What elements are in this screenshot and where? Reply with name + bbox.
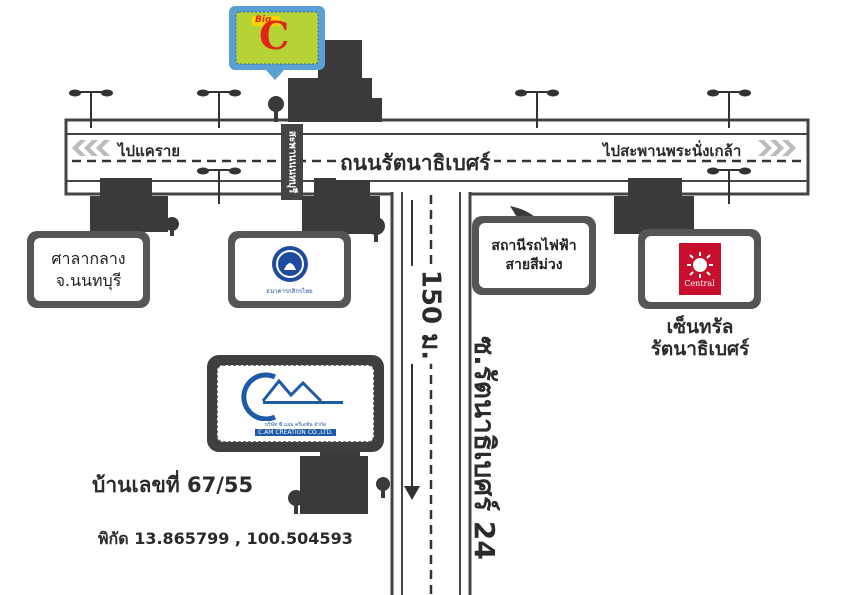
- intersection-sign-board: [281, 124, 303, 200]
- coordinates: พิกัด 13.865799 , 100.504593: [98, 529, 353, 548]
- central-caption-line1: เซ็นทรัล: [666, 316, 734, 338]
- central-logo-text: Central: [684, 278, 715, 288]
- central-card: Central: [638, 229, 761, 309]
- chevrons-left: [72, 140, 110, 156]
- central-building: [614, 178, 694, 234]
- bts-card: สถานีรถไฟฟ้า สายสีม่วง: [472, 216, 596, 295]
- bank-caption: ธนาคารกสิกรไทย: [266, 287, 313, 295]
- company-building: [288, 444, 390, 514]
- bts-line2: สายสีม่วง: [505, 256, 563, 273]
- central-sun-icon: [686, 251, 713, 278]
- direction-left-label: ไปแคราย: [118, 142, 181, 160]
- chevrons-right: [758, 140, 796, 156]
- bts-line1: สถานีรถไฟฟ้า: [491, 237, 577, 254]
- intersection-sign-text: สะพานนนทบุรี: [286, 130, 298, 194]
- company-name-th: บริษัท ซี.แอม ครีเอชั่น จำกัด: [264, 422, 327, 428]
- company-card-body: บริษัท ซี.แอม ครีเอชั่น จำกัด C.AM CREAT…: [217, 365, 374, 442]
- street-lamps-top: [69, 89, 751, 128]
- side-road: [390, 190, 472, 595]
- central-logo: Central: [678, 243, 721, 295]
- distance-arrow-head: [404, 486, 420, 500]
- house-number: บ้านเลขที่ 67/55: [92, 473, 254, 497]
- city-hall-line2: จ.นนทบุรี: [55, 270, 122, 290]
- distance-label: 150 ม.: [410, 265, 452, 365]
- bigc-logo-letter: C: [259, 13, 290, 58]
- company-name-en: C.AM CREATION CO.,LTD.: [255, 429, 336, 436]
- bigc-logo: [229, 6, 325, 80]
- city-hall-card-body: ศาลากลาง จ.นนทบุรี: [34, 238, 143, 301]
- main-road-name: ถนนรัตนาธิเบศร์: [336, 147, 495, 180]
- company-card: บริษัท ซี.แอม ครีเอชั่น จำกัด C.AM CREAT…: [207, 355, 384, 452]
- bts-card-body: สถานีรถไฟฟ้า สายสีม่วง: [479, 223, 589, 288]
- bank-card-body: ธนาคารกสิกรไทย: [235, 238, 344, 301]
- kbank-logo-icon: [271, 245, 308, 282]
- company-mountain-logo-icon: [240, 372, 343, 421]
- city-hall-card: ศาลากลาง จ.นนทบุรี: [27, 231, 150, 308]
- side-road-name: ซ.รัตนาธิเบศร์ 24: [468, 336, 501, 560]
- city-hall-building: [90, 178, 179, 236]
- bigc-building: [268, 40, 382, 122]
- street-lamps-bottom: [197, 167, 751, 204]
- city-hall-line1: ศาลากลาง: [51, 248, 126, 268]
- bank-building: [302, 178, 385, 242]
- direction-right-label: ไปสะพานพระนั่งเกล้า: [603, 142, 742, 160]
- main-road: [64, 118, 810, 196]
- central-caption-line2: รัตนาธิเบศร์: [650, 338, 750, 360]
- bigc-logo-small-text: Big: [255, 15, 272, 25]
- bank-card: ธนาคารกสิกรไทย: [228, 231, 351, 308]
- central-card-body: Central: [645, 236, 754, 302]
